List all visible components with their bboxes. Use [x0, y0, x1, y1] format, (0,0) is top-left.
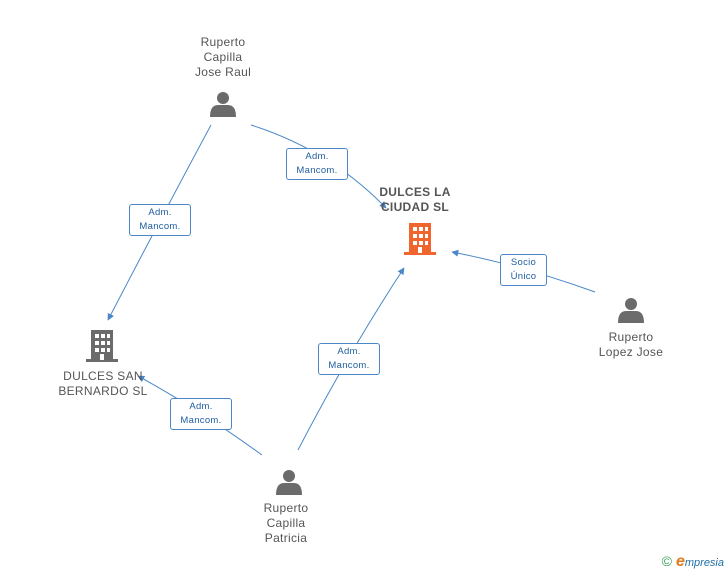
node-label-ruperto-lopez-jose[interactable]: Ruperto Lopez Jose [598, 330, 664, 359]
node-label-ruperto-capilla-jose-raul[interactable]: Ruperto Capilla Jose Raul [194, 35, 252, 79]
edge-label-patricia-san[interactable]: Adm. Mancom. [170, 398, 232, 430]
node-label-dulces-la-ciudad[interactable]: DULCES LA CIUDAD SL [379, 185, 451, 214]
brand-logo-e: e [675, 553, 685, 570]
brand-logo-text: mpresia [684, 557, 724, 569]
edge-label-raul-san[interactable]: Adm. Mancom. [129, 204, 191, 236]
edge-label-raul-ciudad[interactable]: Adm. Mancom. [286, 148, 348, 180]
copyright-symbol: © [661, 553, 672, 569]
edge-label-patricia-ciudad[interactable]: Adm. Mancom. [318, 343, 380, 375]
building-icon[interactable] [404, 223, 436, 255]
person-icon[interactable] [618, 298, 644, 323]
node-label-dulces-san-bernardo[interactable]: DULCES SAN BERNARDO SL [58, 369, 148, 398]
person-icon[interactable] [276, 470, 302, 495]
empresia-watermark: ©empresia [662, 553, 724, 571]
person-icon[interactable] [210, 92, 236, 117]
edge-label-lopez-ciudad[interactable]: Socio Único [500, 254, 547, 286]
building-icon[interactable] [86, 330, 118, 362]
node-label-ruperto-capilla-patricia[interactable]: Ruperto Capilla Patricia [263, 501, 309, 545]
